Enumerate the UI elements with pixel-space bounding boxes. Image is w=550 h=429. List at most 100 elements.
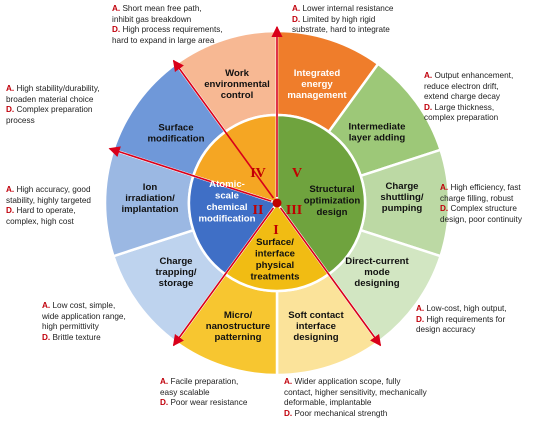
note-advantage-line: A. Lower internal resistance: [292, 4, 394, 13]
note-charge-trapping: A. Low cost, simple,wide application ran…: [42, 301, 126, 343]
disadvantage-tag: D.: [160, 398, 171, 408]
note-surface-modification: A. High stability/durability,broaden mat…: [6, 84, 100, 126]
note-advantage-line: broaden material choice: [6, 94, 94, 104]
note-advantage-line: A. High efficiency, fast: [440, 183, 521, 192]
note-advantage-line: A. Wider application scope, fully: [284, 377, 401, 386]
disadvantage-tag: D.: [440, 204, 451, 214]
quadrant-numeral-V: V: [292, 166, 302, 181]
boundary-arrow-2: [172, 59, 275, 199]
advantage-tag: A.: [6, 84, 17, 93]
note-advantage-line: contact, higher sensitivity, mechanicall…: [284, 387, 427, 397]
note-advantage-line: easy scalable: [160, 387, 210, 397]
note-intermediate-layer-adding: A. Output enhancement,reduce electron dr…: [424, 71, 513, 124]
note-disadvantage-line: design accuracy: [416, 325, 476, 335]
note-advantage-line: A. Short mean free path,: [112, 4, 202, 13]
note-advantage-line: high permittivity: [42, 322, 99, 332]
note-advantage-line: reduce electron drift,: [424, 81, 499, 91]
disadvantage-tag: D.: [42, 332, 53, 342]
note-advantage-line: A. Low cost, simple,: [42, 301, 116, 310]
note-disadvantage-line: D. Hard to operate,: [6, 206, 76, 216]
core-sector-surface: [223, 200, 331, 293]
disadvantage-tag: D.: [292, 14, 303, 24]
note-disadvantage-line: D. Large thickness,: [424, 102, 495, 112]
disadvantage-tag: D.: [424, 102, 435, 112]
note-disadvantage-line: D. Complex structure: [440, 204, 517, 214]
advantage-tag: A.: [160, 377, 171, 386]
note-disadvantage-line: substrate, hard to integrate: [292, 25, 390, 35]
note-advantage-line: wide application range,: [42, 311, 126, 321]
advantage-tag: A.: [42, 301, 53, 310]
note-advantage-line: A. Facile preparation,: [160, 377, 239, 386]
note-disadvantage-line: design, poor continuity: [440, 214, 522, 224]
note-disadvantage-line: D. High requirements for: [416, 314, 506, 324]
quadrant-numeral-I: I: [273, 223, 278, 238]
note-work-environmental-control: A. Short mean free path,inhibit gas brea…: [112, 4, 223, 46]
quadrant-arrows: [108, 25, 382, 347]
advantage-tag: A.: [284, 377, 295, 386]
boundary-arrow-3: [279, 207, 382, 347]
disadvantage-tag: D.: [416, 314, 427, 324]
note-direct-current-mode: A. Low-cost, high output,D. High require…: [416, 304, 507, 336]
center-dot: [272, 198, 282, 208]
note-advantage-line: inhibit gas breakdown: [112, 14, 192, 24]
note-disadvantage-line: hard to expand in large area: [112, 35, 215, 45]
note-advantage-line: deformable, implantable: [284, 398, 372, 408]
note-disadvantage-line: D. Limited by high rigid: [292, 14, 376, 24]
quadrant-numeral-IV: IV: [250, 166, 266, 181]
note-disadvantage-line: complex preparation: [424, 113, 499, 123]
note-disadvantage-line: D. Poor mechanical strength: [284, 408, 388, 418]
disadvantage-tag: D.: [284, 408, 295, 418]
core-sector-chemical: [187, 174, 280, 276]
boundary-arrow-5: [108, 146, 272, 202]
note-advantage-line: A. High accuracy, good: [6, 185, 91, 194]
note-disadvantage-line: D. Brittle texture: [42, 332, 101, 342]
note-advantage-line: extend charge decay: [424, 92, 501, 102]
advantage-tag: A.: [112, 4, 123, 13]
quadrant-numeral-III: III: [286, 203, 302, 218]
disadvantage-tag: D.: [6, 206, 17, 216]
disadvantage-tag: D.: [112, 25, 123, 35]
quadrant-numeral-II: II: [253, 203, 264, 218]
core-sector-structural: [275, 113, 367, 276]
note-advantage-line: A. Low-cost, high output,: [416, 304, 507, 313]
note-disadvantage-line: D. Poor wear resistance: [160, 398, 248, 408]
note-advantage-line: A. High stability/durability,: [6, 84, 100, 93]
note-disadvantage-line: process: [6, 115, 35, 125]
advantage-tag: A.: [416, 304, 427, 313]
advantage-tag: A.: [424, 71, 435, 80]
note-advantage-line: A. Output enhancement,: [424, 71, 514, 80]
advantage-tag: A.: [440, 183, 451, 192]
note-disadvantage-line: D. High process requirements,: [112, 25, 223, 35]
disadvantage-tag: D.: [6, 105, 17, 115]
note-disadvantage-line: D. Complex preparation: [6, 105, 93, 115]
note-disadvantage-line: complex, high cost: [6, 216, 74, 226]
boundary-arrow-4: [172, 207, 275, 347]
advantage-tag: A.: [6, 185, 17, 194]
advantage-tag: A.: [292, 4, 303, 13]
note-advantage-line: charge filling, robust: [440, 193, 514, 203]
note-advantage-line: stability, highly targeted: [6, 195, 91, 205]
